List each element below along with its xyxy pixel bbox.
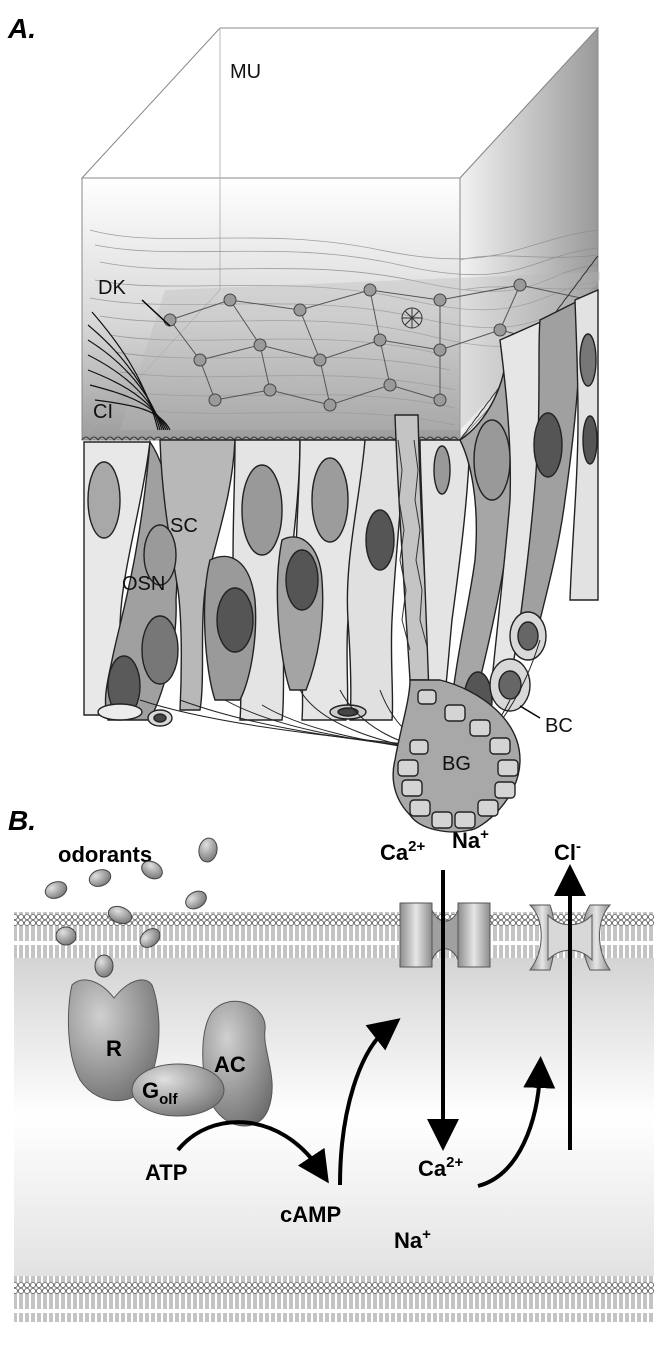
panel-a-label: A. <box>7 13 36 44</box>
nucleus <box>583 416 597 464</box>
g-protein-golf: Golf <box>132 1064 224 1116</box>
label-ci: CI <box>93 401 113 423</box>
ac-label: AC <box>214 1052 246 1077</box>
nucleus <box>142 616 178 684</box>
plasma-membrane-bottom <box>14 1276 654 1322</box>
odorant <box>182 888 209 913</box>
atp-label: ATP <box>145 1160 187 1185</box>
odorant <box>43 879 69 902</box>
label-bc: BC <box>545 715 573 737</box>
label-bg: BG <box>442 753 471 775</box>
camp-label: cAMP <box>280 1202 341 1227</box>
nucleus <box>580 334 596 386</box>
odorant <box>56 927 76 945</box>
panel-b-label: B. <box>8 805 36 836</box>
ca-top-label: Ca2+ <box>380 838 425 865</box>
odorant <box>87 867 113 890</box>
nucleus <box>154 714 166 722</box>
label-osn: OSN <box>122 573 165 595</box>
panel-b: B. odorants R AC <box>8 805 654 1322</box>
panel-a: A. <box>7 13 600 832</box>
nucleus <box>474 420 510 500</box>
nucleus <box>434 446 450 494</box>
nucleus <box>338 708 358 716</box>
nucleus <box>217 588 253 652</box>
basal-cell <box>98 704 142 720</box>
nucleus <box>518 622 538 650</box>
label-sc: SC <box>170 515 198 537</box>
label-mu: MU <box>230 61 261 83</box>
odorant <box>197 837 219 864</box>
nucleus <box>242 465 282 555</box>
nucleus <box>534 413 562 477</box>
na-top-label: Na+ <box>452 826 489 853</box>
cl-label: Cl- <box>554 838 581 865</box>
nucleus <box>366 510 394 570</box>
nucleus <box>286 550 318 610</box>
nucleus <box>88 462 120 538</box>
odorant <box>95 955 113 977</box>
bc-leader-line <box>520 706 540 718</box>
receptor-label: R <box>106 1036 122 1061</box>
nucleus <box>312 458 348 542</box>
odorants-label: odorants <box>58 842 152 867</box>
label-dk: DK <box>98 277 126 299</box>
